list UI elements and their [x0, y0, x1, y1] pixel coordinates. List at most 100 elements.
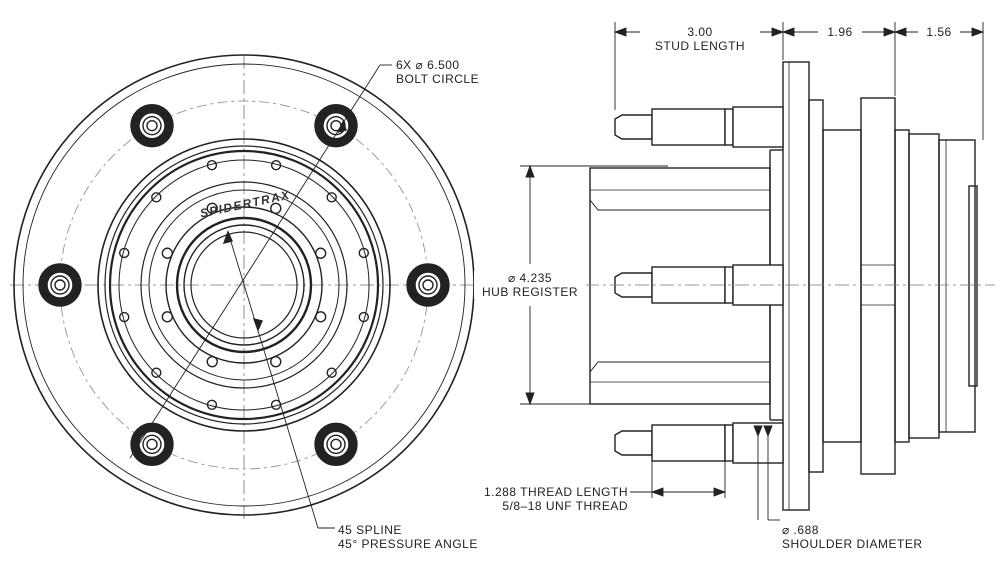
stud-shaft [142, 115, 162, 136]
outer-bolt-hole [119, 247, 130, 259]
inner-bolt-hole [314, 247, 327, 259]
arrow-mid-left [781, 27, 795, 37]
stud-length-label: 3.00 STUD LENGTH [640, 25, 760, 53]
hub-ring-3 [108, 149, 380, 421]
hub-bore-inner [183, 224, 305, 346]
spline-pressure-angle: 45° PRESSURE ANGLE [338, 537, 478, 551]
hub-register-value: ⌀ 4.235 [507, 271, 553, 285]
side-stud-tip [614, 430, 653, 456]
dim-right-value: 1.56 [926, 25, 952, 39]
outer-bolt-hole [151, 192, 162, 203]
hub-ring-4 [118, 159, 370, 411]
stud-shaft [326, 434, 346, 455]
stud-shaft [50, 275, 70, 295]
hub-body [822, 129, 862, 443]
flange-inner-edge [22, 63, 466, 507]
arrow-mid-right [883, 27, 897, 37]
thread-length-value: 1.288 THREAD LENGTH [484, 485, 628, 499]
stud-tip [146, 438, 158, 451]
hub-register-label: ⌀ 4.235 HUB REGISTER [474, 271, 586, 299]
sensor-ring [968, 185, 978, 387]
side-stud-relief [724, 108, 734, 146]
spline-label: 45 SPLINE 45° PRESSURE ANGLE [338, 523, 478, 551]
side-stud-thread [651, 108, 726, 146]
mount-step-3 [938, 139, 976, 433]
bearing-housing [860, 97, 896, 475]
inner-bolt-hole [270, 202, 282, 215]
barrel-spline-upper [589, 199, 770, 211]
outer-bolt-hole [119, 311, 130, 323]
inner-bolt-hole [270, 355, 282, 368]
hub-ring-7 [165, 206, 323, 364]
arrow-stud-left [613, 27, 627, 37]
inner-bolt-hole [206, 202, 218, 215]
inner-bolt-hole [161, 247, 174, 259]
arrow-right-right [971, 27, 985, 37]
stud-tip [330, 438, 342, 451]
side-stud-tip [614, 114, 653, 140]
side-stud-shoulder [732, 106, 784, 148]
bolt-circle-value: 6X ⌀ 6.500 [396, 58, 460, 72]
arrow-thread-right [713, 487, 727, 497]
thread-spec: 5/8–18 UNF THREAD [502, 499, 628, 513]
inner-hole-ring [161, 202, 327, 368]
dim-middle-label: 1.96 [818, 25, 862, 39]
stud-shaft [142, 434, 162, 455]
shoulder-label: ⌀ .688 SHOULDER DIAMETER [782, 523, 923, 551]
bolt-circle-label: 6X ⌀ 6.500 BOLT CIRCLE [396, 58, 479, 86]
arrow-stud-right [771, 27, 785, 37]
bolt-circle-caption: BOLT CIRCLE [396, 72, 480, 86]
arrow-thread-left [650, 487, 664, 497]
arrow-shoulder-right [763, 425, 773, 438]
side-stud-shoulder [732, 264, 784, 306]
stud-tip [422, 279, 434, 291]
brand-logo: SPIDERTRAX [199, 188, 292, 221]
outer-bolt-hole [206, 399, 218, 410]
spline-arrow-bottom [252, 318, 263, 332]
dim-right-label: 1.56 [918, 25, 960, 39]
wheel-stud-group [38, 103, 450, 467]
outer-bolt-hole [326, 367, 337, 378]
inner-bolt-hole [314, 311, 327, 323]
arrow-shoulder-left [753, 425, 763, 438]
inner-bolt-hole [206, 355, 218, 368]
mount-step-1 [894, 129, 910, 443]
arrow-hub-bottom [525, 392, 535, 406]
arrow-hub-top [525, 164, 535, 178]
shoulder-value: ⌀ .688 [782, 523, 819, 537]
side-view [520, 22, 995, 521]
outer-bolt-hole [206, 160, 218, 171]
hub-ring-1 [97, 138, 391, 432]
thread-label: 1.288 THREAD LENGTH 5/8–18 UNF THREAD [462, 485, 628, 513]
mount-step-2 [908, 133, 940, 439]
spline-leader [227, 231, 319, 529]
arrow-right-left [893, 27, 907, 37]
stud-tip [146, 119, 158, 132]
dim-middle-value: 1.96 [827, 25, 853, 39]
hub-bore-spline [190, 231, 298, 339]
hub-register-caption: HUB REGISTER [481, 285, 578, 299]
stud-length-value: 3.00 [687, 25, 713, 39]
hub-ring-6 [148, 189, 340, 381]
inner-bolt-hole [161, 311, 174, 323]
wheel-flange-plate [782, 61, 810, 511]
outer-bolt-hole [358, 247, 369, 259]
stud-length-caption: STUD LENGTH [654, 39, 746, 53]
barrel-spline-lower [589, 361, 770, 373]
bolt-circle-arrow [336, 120, 347, 134]
hub-bore-outer [175, 216, 313, 354]
outer-bolt-hole [270, 160, 282, 171]
spline-count: 45 SPLINE [338, 523, 402, 537]
front-view: SPIDERTRAX [10, 54, 478, 529]
hub-ring-2 [104, 145, 384, 425]
secondary-flange [808, 99, 824, 473]
side-stud-relief [724, 424, 734, 462]
outer-bolt-hole [326, 192, 337, 203]
stud-tip [54, 279, 66, 291]
stud-shaft [418, 275, 438, 295]
shoulder-caption: SHOULDER DIAMETER [782, 537, 923, 551]
spline-arrow-top [222, 230, 233, 244]
hub-ring-5 [140, 181, 348, 389]
outer-bolt-hole [358, 311, 369, 323]
